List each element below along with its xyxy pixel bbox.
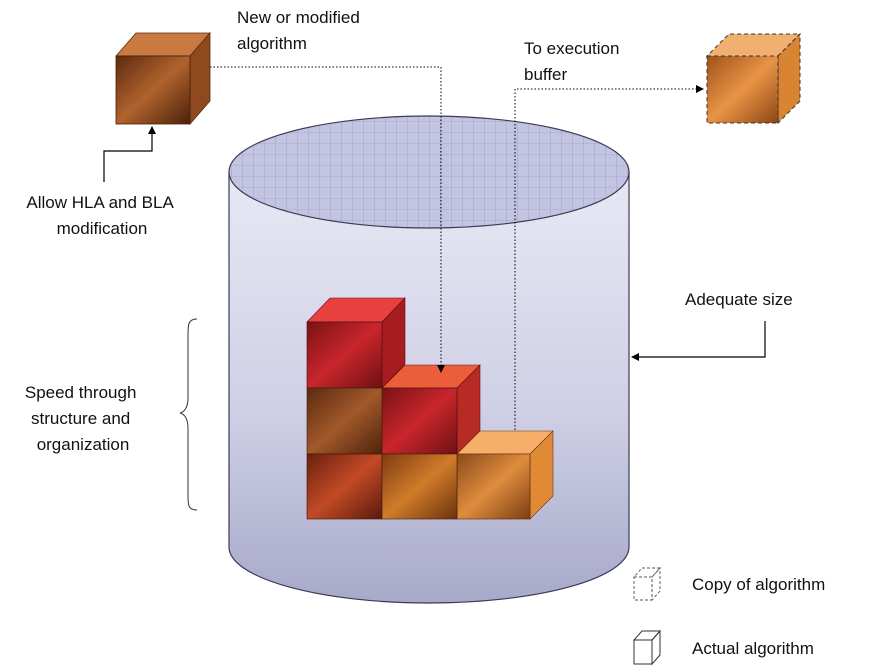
cylinder-top bbox=[228, 115, 630, 229]
speed-brace bbox=[179, 318, 198, 511]
stack-cube bbox=[306, 387, 383, 455]
actual-legend-icon bbox=[632, 629, 662, 666]
stack-cube bbox=[306, 297, 406, 389]
adequate-size-label: Adequate size bbox=[685, 290, 793, 309]
database-cylinder bbox=[228, 115, 630, 604]
actual-legend-label: Actual algorithm bbox=[692, 639, 814, 658]
new-algorithm-connector bbox=[210, 66, 445, 373]
modification-connector bbox=[103, 126, 156, 182]
speed-label: Speed through structure and organization bbox=[25, 383, 141, 454]
stack-cube bbox=[381, 364, 481, 455]
execution-buffer-label: To execution buffer bbox=[524, 39, 624, 84]
execution-buffer-connector bbox=[514, 85, 704, 430]
legend: Copy of algorithm Actual algorithm bbox=[632, 566, 825, 666]
adequate-size-connector bbox=[631, 321, 766, 361]
new-algorithm-cube bbox=[115, 31, 211, 126]
copy-legend-icon bbox=[632, 566, 662, 602]
execution-copy-cube bbox=[705, 32, 802, 125]
new-algorithm-label: New or modified algorithm bbox=[237, 8, 365, 53]
algorithm-cube-stack bbox=[306, 297, 554, 520]
stack-cube bbox=[381, 453, 458, 520]
modification-label: Allow HLA and BLA modification bbox=[26, 193, 177, 238]
copy-legend-label: Copy of algorithm bbox=[692, 575, 825, 594]
stack-cube bbox=[306, 453, 383, 520]
stack-cube bbox=[456, 430, 554, 520]
